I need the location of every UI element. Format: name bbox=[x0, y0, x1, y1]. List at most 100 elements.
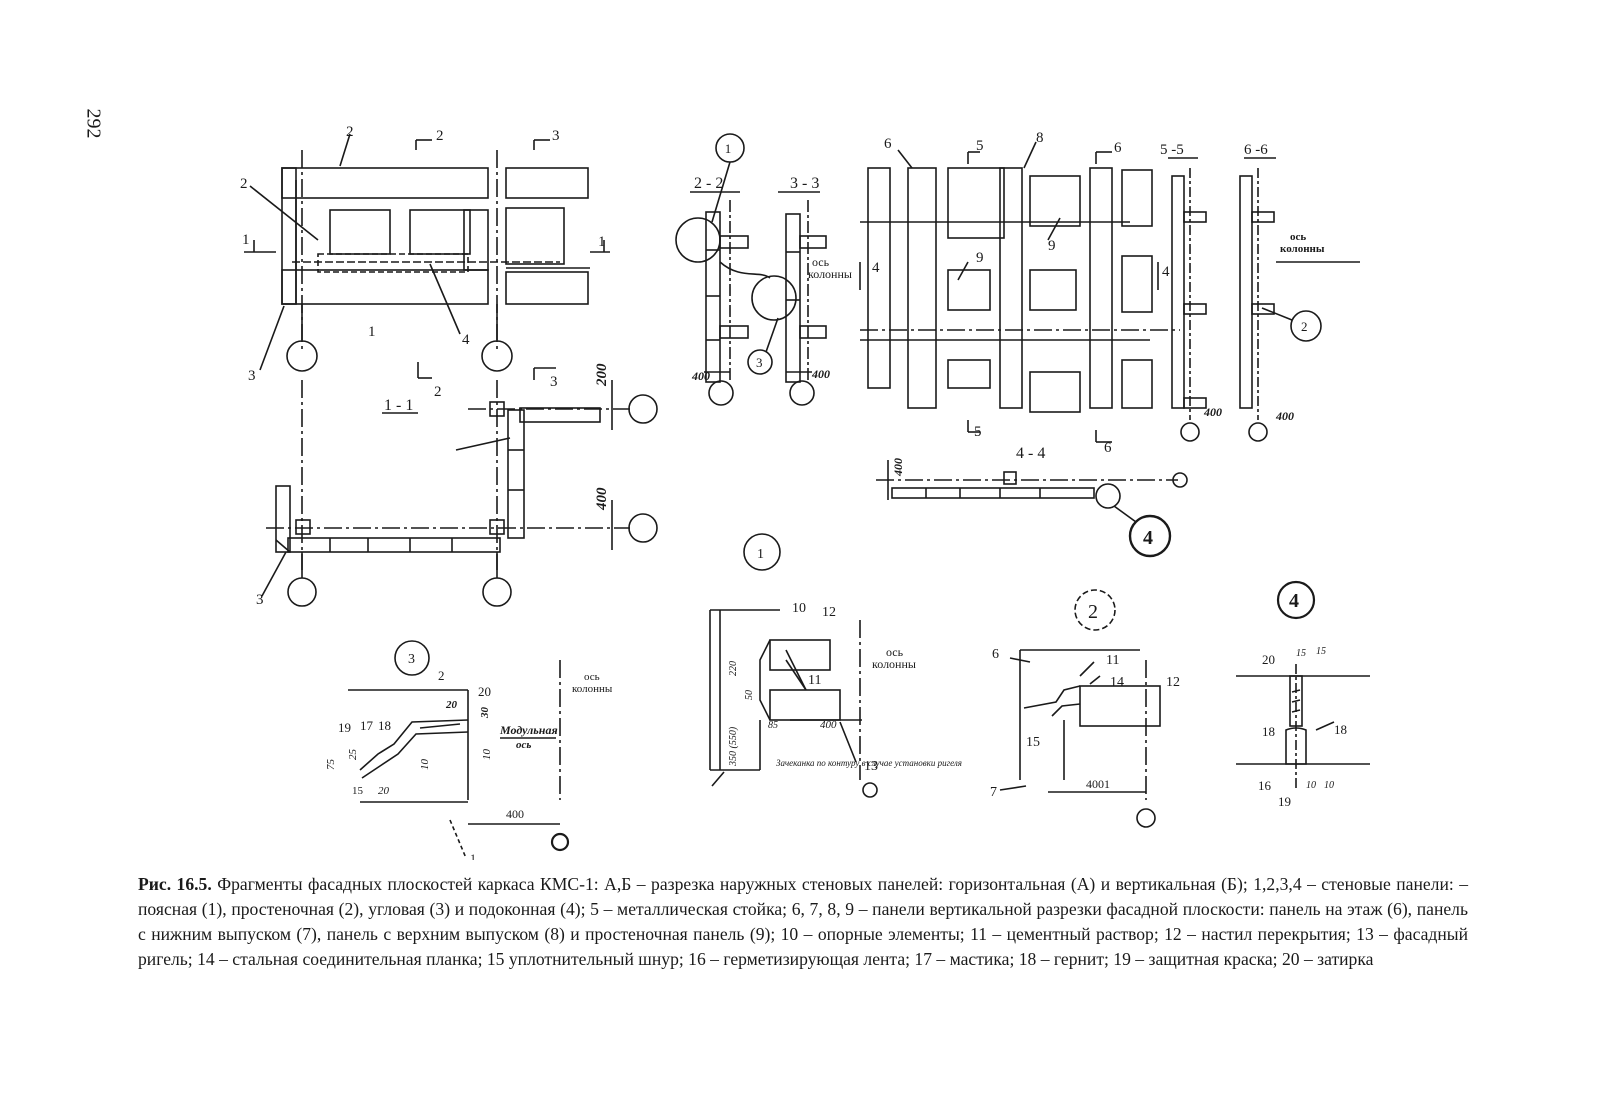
bubble-3: 3 bbox=[756, 355, 763, 370]
label-9-a: 9 bbox=[1048, 238, 1056, 254]
label-1-left: 1 bbox=[242, 232, 250, 248]
dim-400-a: 400 bbox=[691, 369, 710, 383]
detail-1 bbox=[709, 609, 878, 798]
d3-dim-20b: 20 bbox=[378, 785, 390, 797]
d1-note: Зачеканка по контуру в случае установки … bbox=[776, 758, 962, 768]
d3-dim-30: 30 bbox=[479, 707, 491, 720]
d3-dim-15: 15 bbox=[352, 785, 364, 797]
d4-dim-15a: 15 bbox=[1296, 648, 1306, 659]
axis-column-b: колонны bbox=[1280, 243, 1325, 255]
axis-col-b: колонны bbox=[808, 267, 852, 281]
bubble-2-detail: 2 bbox=[1088, 601, 1098, 623]
d2-label-15: 15 bbox=[1026, 735, 1040, 750]
label-8: 8 bbox=[1036, 130, 1044, 146]
d3-axis-a: ось bbox=[584, 671, 600, 683]
detail-4 bbox=[1236, 580, 1370, 790]
d3-modular-b: ось bbox=[516, 739, 531, 751]
dim-400-plan: 400 bbox=[594, 487, 610, 511]
bubble-4-small: 4 bbox=[1143, 527, 1153, 549]
dim-400-e: 400 bbox=[891, 458, 905, 477]
d4-label-19: 19 bbox=[1278, 794, 1291, 809]
dim-400-c: 400 bbox=[1203, 405, 1222, 419]
d1-label-10: 10 bbox=[792, 601, 806, 616]
label-5-top: 5 bbox=[976, 138, 984, 154]
d3-label-17: 17 bbox=[360, 718, 374, 733]
label-4-left: 4 bbox=[872, 260, 880, 276]
label-5-bottom: 5 bbox=[974, 424, 982, 440]
d3-label-20: 20 bbox=[478, 684, 491, 699]
d4-label-18-right: 18 bbox=[1334, 722, 1347, 737]
d4-label-18-left: 18 bbox=[1262, 724, 1275, 739]
label-sec-4-4: 4 - 4 bbox=[1016, 445, 1045, 462]
d3-modular-a: Модульная bbox=[499, 723, 558, 737]
d3-label-2: 2 bbox=[438, 668, 445, 683]
detail-2 bbox=[999, 589, 1161, 828]
d4-dim-15b: 15 bbox=[1316, 646, 1326, 657]
d3-dim-20: 20 bbox=[445, 699, 458, 711]
d2-label-11: 11 bbox=[1106, 653, 1119, 668]
caption-text: Фрагменты фасадных плоскостей каркаса КМ… bbox=[138, 874, 1468, 969]
d1-dim-50: 50 bbox=[744, 690, 755, 700]
d3-label-1: 1 bbox=[470, 851, 476, 860]
label-sec-3-3: 3 - 3 bbox=[790, 175, 819, 192]
d1-dim-220: 220 bbox=[728, 661, 739, 676]
label-4-right: 4 bbox=[1162, 264, 1170, 280]
facade-horizontal-cut bbox=[244, 133, 610, 372]
axis-col-a: ось bbox=[812, 255, 830, 269]
d3-label-19: 19 bbox=[338, 720, 351, 735]
d3-dim-10b: 10 bbox=[419, 759, 431, 771]
dim-200: 200 bbox=[594, 363, 610, 387]
d2-label-6: 6 bbox=[992, 647, 999, 662]
bubble-4-detail: 4 bbox=[1289, 590, 1299, 612]
d3-label-18: 18 bbox=[378, 718, 391, 733]
bubble-3-detail: 3 bbox=[408, 652, 415, 667]
d3-dim-75: 75 bbox=[325, 759, 337, 771]
bubble-2-right: 2 bbox=[1301, 319, 1308, 334]
label-2-bottom: 2 bbox=[434, 384, 442, 400]
section-1-1-plan bbox=[261, 362, 658, 607]
detail-3 bbox=[348, 640, 570, 859]
facade-vertical-cut bbox=[859, 141, 1180, 443]
d2-label-14: 14 bbox=[1110, 675, 1124, 690]
d1-dim-85: 85 bbox=[768, 720, 778, 731]
label-6: 6 bbox=[884, 136, 892, 152]
label-sec-5-5: 5 -5 bbox=[1160, 142, 1184, 158]
label-6-top: 6 bbox=[1114, 140, 1122, 156]
technical-drawing: 2 2 3 2 1 1 1 4 3 2 3 1 - 1 3 200 400 1 … bbox=[240, 124, 1370, 860]
d1-label-13: 13 bbox=[864, 759, 878, 774]
d1-dim-400: 400 bbox=[820, 719, 837, 731]
caption-lead: Рис. 16.5. bbox=[138, 874, 212, 894]
section-4-4 bbox=[743, 460, 1188, 571]
d2-label-12: 12 bbox=[1166, 675, 1180, 690]
d4-label-16: 16 bbox=[1258, 778, 1272, 793]
label-6-bottom: 6 bbox=[1104, 440, 1112, 456]
label-1-bottom: 1 bbox=[368, 324, 376, 340]
label-sec-6-6: 6 -6 bbox=[1244, 142, 1268, 158]
label-9-b: 9 bbox=[976, 250, 984, 266]
label-sec-1-1: 1 - 1 bbox=[384, 397, 413, 414]
d4-dim-10b: 10 bbox=[1324, 780, 1334, 791]
label-3-left: 3 bbox=[248, 368, 256, 384]
label-2-top: 2 bbox=[346, 124, 354, 140]
d3-dim-400: 400 bbox=[506, 807, 524, 821]
axis-column-a: ось bbox=[1290, 231, 1306, 243]
label-3-bottom: 3 bbox=[550, 374, 558, 390]
dim-400-d: 400 bbox=[1275, 409, 1294, 423]
sections-2-2-3-3 bbox=[675, 133, 827, 406]
d3-dim-25: 25 bbox=[347, 749, 359, 761]
d1-axis-a: ось bbox=[886, 645, 904, 659]
dim-400-b: 400 bbox=[811, 367, 830, 381]
d1-axis-b: колонны bbox=[872, 657, 916, 671]
label-sec-2-2: 2 - 2 bbox=[694, 175, 723, 192]
d2-dim-4001: 4001 bbox=[1086, 777, 1110, 791]
bubble-1-detail: 1 bbox=[757, 547, 764, 562]
sections-5-5-6-6 bbox=[1168, 157, 1360, 442]
figure-caption: Рис. 16.5. Фрагменты фасадных плоскостей… bbox=[138, 872, 1468, 972]
d3-dim-10a: 10 bbox=[481, 749, 493, 761]
d1-label-11: 11 bbox=[808, 673, 821, 688]
label-2-left: 2 bbox=[240, 176, 248, 192]
label-4: 4 bbox=[462, 332, 470, 348]
bubble-1-top: 1 bbox=[725, 141, 732, 156]
label-3-plan: 3 bbox=[256, 592, 264, 608]
